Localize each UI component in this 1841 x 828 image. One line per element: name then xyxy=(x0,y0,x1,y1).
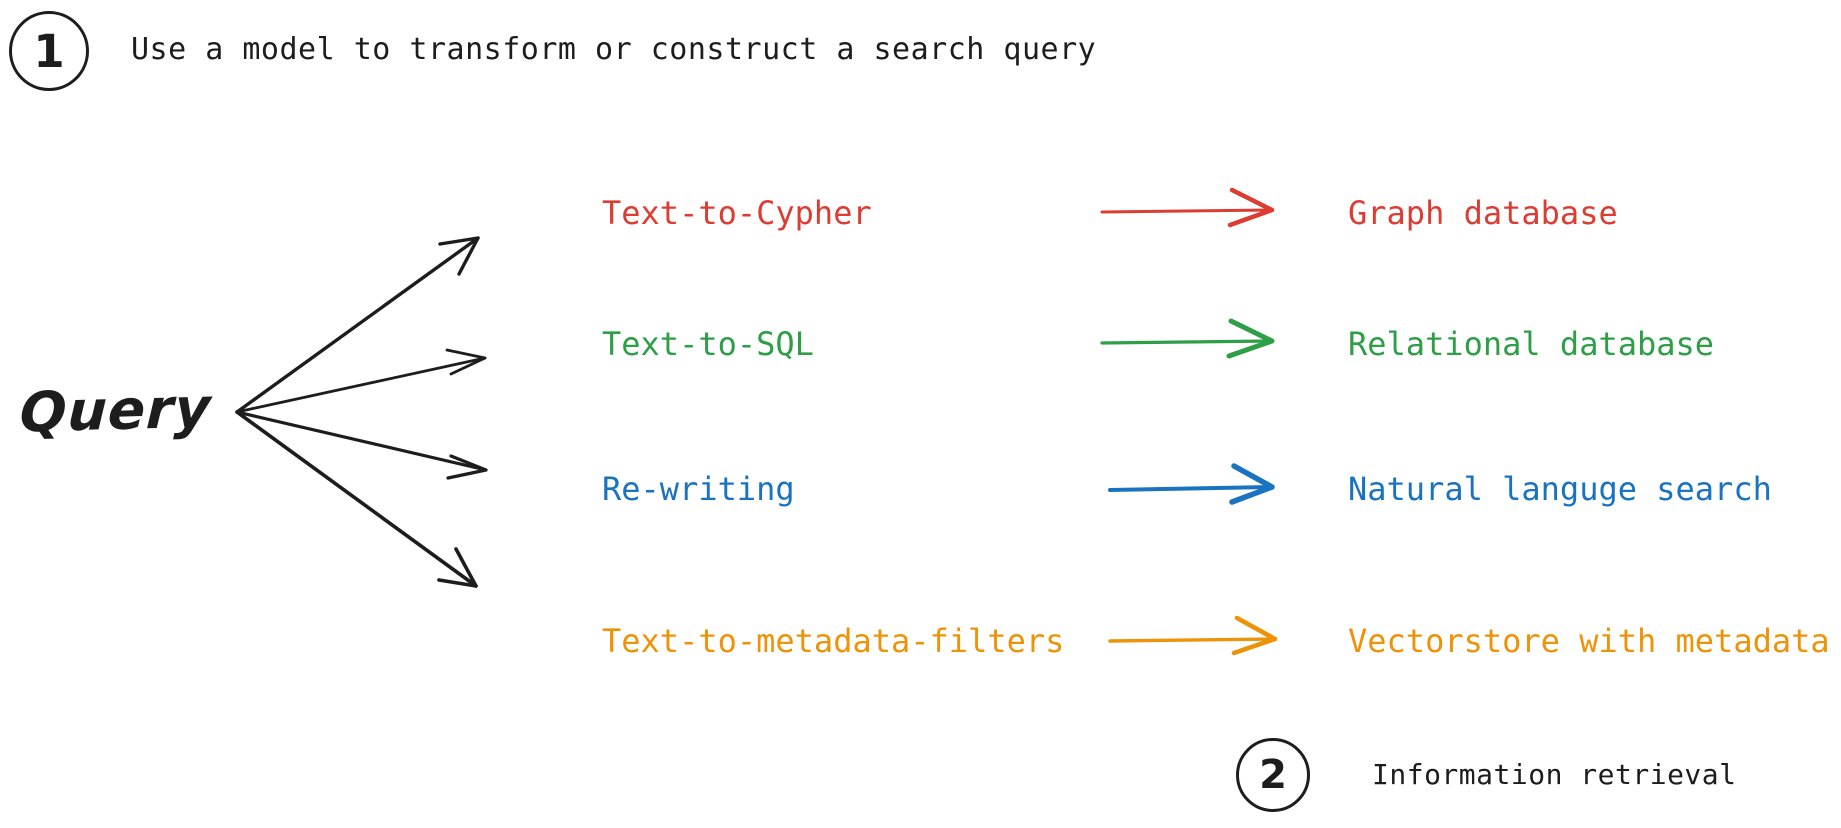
query-source-label: Query xyxy=(18,375,213,445)
technique-label-text-to-sql: Text-to-SQL xyxy=(602,325,814,363)
target-label-natural-language-search: Natural languge search xyxy=(1348,470,1772,508)
technique-label-text-to-cypher: Text-to-Cypher xyxy=(602,194,872,232)
fan-out-arrows-icon xyxy=(235,236,488,588)
target-label-graph-database: Graph database xyxy=(1348,194,1618,232)
target-label-vectorstore-with-metadata: Vectorstore with metadata xyxy=(1348,622,1830,660)
target-label-relational-database: Relational database xyxy=(1348,325,1715,363)
step-2-caption: Information retrieval xyxy=(1372,758,1737,791)
branch-arrow-green xyxy=(1100,318,1275,359)
step-1-caption: Use a model to transform or construct a … xyxy=(131,32,1097,67)
technique-label-re-writing: Re-writing xyxy=(602,470,795,508)
branch-arrow-orange xyxy=(1108,615,1278,656)
branch-arrow-red xyxy=(1100,187,1275,228)
technique-label-text-to-metadata-filters: Text-to-metadata-filters xyxy=(602,622,1065,660)
branch-arrow-blue xyxy=(1108,463,1275,505)
step-2-badge: 2 xyxy=(1236,738,1310,812)
step-1-badge: 1 xyxy=(9,11,89,91)
